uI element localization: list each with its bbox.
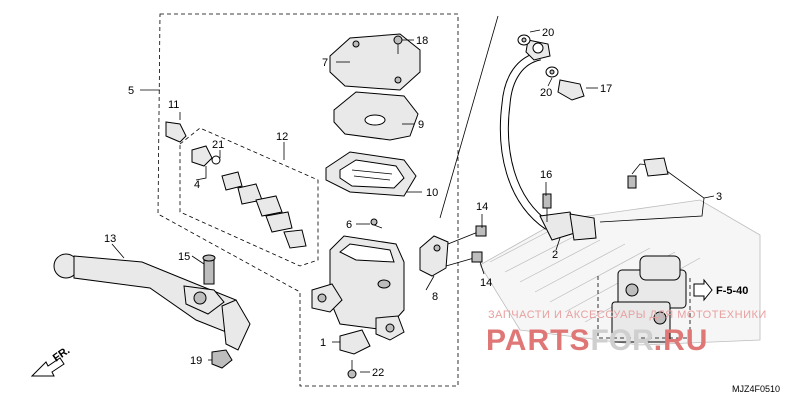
banjo-bolt-17 bbox=[557, 79, 585, 101]
watermark-brand-left: PARTS bbox=[486, 324, 590, 357]
callout-14a: 14 bbox=[476, 201, 488, 213]
callout-4: 4 bbox=[194, 179, 200, 191]
callout-21: 21 bbox=[212, 139, 224, 151]
callout-9: 9 bbox=[418, 119, 424, 131]
watermark-brand-right: .RU bbox=[654, 324, 709, 357]
callout-labels: 5 7 18 9 10 6 11 12 21 4 13 15 19 1 22 8… bbox=[104, 27, 722, 379]
piston-components bbox=[165, 121, 307, 249]
callout-20a: 20 bbox=[542, 27, 554, 39]
callout-17: 17 bbox=[600, 83, 612, 95]
watermark: ЗАПЧАСТИ И АКСЕССУАРЫ ДЛЯ МОТОТЕХНИКИ PA… bbox=[486, 309, 767, 357]
callout-2: 2 bbox=[552, 249, 558, 261]
brake-lever bbox=[53, 253, 251, 351]
reference-arrow: F-5-40 bbox=[693, 278, 748, 302]
callout-3: 3 bbox=[716, 191, 722, 203]
callout-6: 6 bbox=[346, 219, 352, 231]
master-cylinder-body bbox=[311, 235, 405, 341]
diaphragm bbox=[325, 151, 417, 197]
callout-10: 10 bbox=[426, 187, 438, 199]
callout-22: 22 bbox=[372, 367, 384, 379]
brake-hose bbox=[499, 39, 597, 241]
assembly-frame bbox=[157, 13, 459, 387]
reference-label: F-5-40 bbox=[716, 285, 748, 297]
callout-5: 5 bbox=[128, 85, 134, 97]
watermark-brand-mid: FOR bbox=[590, 324, 654, 357]
callout-15: 15 bbox=[178, 251, 190, 263]
diagram-code: MJZ4F0510 bbox=[732, 384, 780, 394]
callout-12: 12 bbox=[276, 131, 288, 143]
piston-set-box bbox=[179, 127, 319, 267]
bolts-14 bbox=[445, 225, 487, 267]
callout-19: 19 bbox=[190, 355, 202, 367]
watermark-brand: PARTSFOR.RU bbox=[486, 324, 708, 357]
callout-16: 16 bbox=[540, 169, 552, 181]
nut-19 bbox=[211, 349, 233, 369]
callout-14b: 14 bbox=[480, 277, 492, 289]
callout-18: 18 bbox=[416, 35, 428, 47]
screw-6 bbox=[370, 218, 383, 229]
pivot-pin-15 bbox=[202, 254, 216, 285]
mirror-holder-clamp bbox=[419, 235, 449, 277]
callout-8: 8 bbox=[432, 291, 438, 303]
watermark-tagline: ЗАПЧАСТИ И АКСЕССУАРЫ ДЛЯ МОТОТЕХНИКИ bbox=[488, 309, 767, 321]
front-direction-arrow: FR. bbox=[30, 344, 72, 377]
callout-11: 11 bbox=[168, 99, 179, 111]
reservoir-cover bbox=[329, 33, 421, 91]
leader-lines bbox=[111, 15, 715, 373]
diaphragm-plate bbox=[333, 91, 419, 141]
callout-20b: 20 bbox=[540, 87, 552, 99]
callout-7: 7 bbox=[322, 57, 328, 69]
bolt-16 bbox=[542, 193, 552, 222]
brake-pipe-3 bbox=[599, 157, 705, 223]
callout-1: 1 bbox=[320, 337, 326, 349]
brake-switch bbox=[339, 329, 371, 379]
abs-modulator-unit bbox=[597, 255, 691, 343]
callout-13: 13 bbox=[104, 233, 116, 245]
washers-20 bbox=[517, 34, 559, 78]
